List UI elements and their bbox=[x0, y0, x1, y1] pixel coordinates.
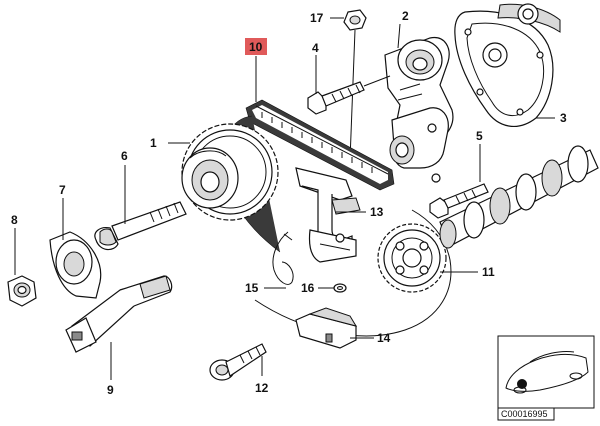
part-7-sensor-wheel bbox=[49, 231, 102, 299]
label-5: 5 bbox=[476, 129, 483, 143]
part-2-tensioner-housing bbox=[384, 36, 454, 183]
part-5-bolt bbox=[429, 183, 489, 219]
label-17: 17 bbox=[310, 11, 324, 25]
label-8: 8 bbox=[11, 213, 18, 227]
highlight-box-10 bbox=[245, 38, 267, 55]
label-10: 10 bbox=[249, 40, 263, 54]
label-1: 1 bbox=[150, 136, 157, 150]
part-11-small-sprocket bbox=[377, 223, 447, 293]
label-4: 4 bbox=[312, 41, 319, 55]
part-1-sprocket bbox=[181, 123, 279, 221]
part-3-cover-plate bbox=[454, 3, 561, 127]
part-15-clip bbox=[272, 231, 294, 285]
car-silhouette-icon bbox=[505, 353, 589, 392]
label-2: 2 bbox=[402, 9, 409, 23]
part-6-bolt bbox=[94, 201, 187, 251]
location-marker-icon bbox=[517, 379, 527, 389]
label-11: 11 bbox=[482, 265, 495, 279]
inset-thumbnail: C00016995 bbox=[497, 335, 595, 421]
camshaft bbox=[439, 145, 599, 249]
inset-code: C00016995 bbox=[501, 409, 548, 419]
label-6: 6 bbox=[121, 149, 128, 163]
label-3: 3 bbox=[560, 111, 567, 125]
part-12-bolt bbox=[209, 343, 267, 381]
part-17-nut bbox=[343, 9, 367, 161]
label-13: 13 bbox=[370, 205, 384, 219]
part-8-nut bbox=[7, 275, 37, 307]
label-14: 14 bbox=[377, 331, 391, 345]
label-16: 16 bbox=[301, 281, 315, 295]
label-9: 9 bbox=[107, 383, 114, 397]
part-9-sensor bbox=[65, 275, 173, 353]
label-12: 12 bbox=[255, 381, 269, 395]
part-4-bolt bbox=[307, 75, 391, 115]
part-16-washer bbox=[333, 283, 347, 293]
part-14-guide-block bbox=[295, 307, 358, 349]
label-15: 15 bbox=[245, 281, 259, 295]
part-13-guide-rail bbox=[295, 167, 361, 263]
label-7: 7 bbox=[59, 183, 66, 197]
